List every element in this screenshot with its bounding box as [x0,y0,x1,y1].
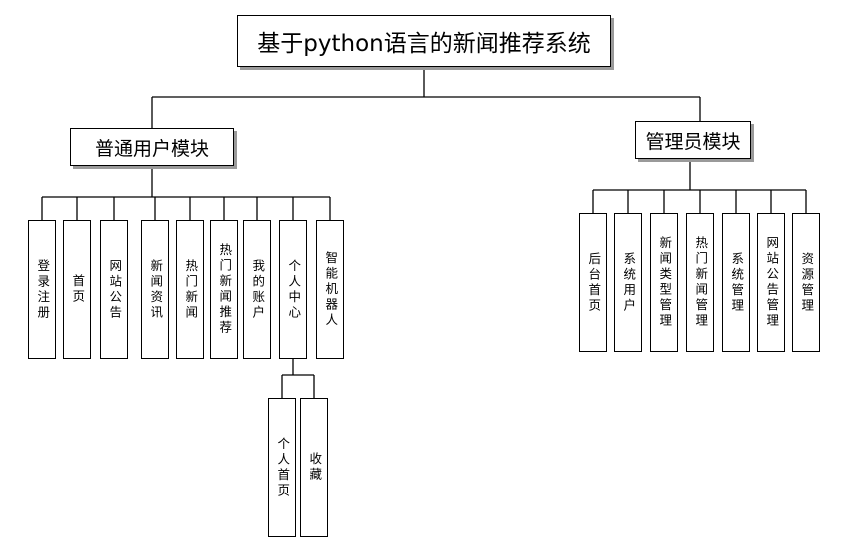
admin-child-users: 系统用户 [614,213,642,352]
user-child-hot-news: 热门新闻 [176,220,204,359]
user-child-label: 个人中心 [286,258,302,321]
user-child-hot-recommend: 热门新闻推荐 [210,220,238,359]
personal-child-label: 收藏 [307,452,323,483]
admin-child-label: 新闻类型管理 [657,236,673,329]
root-node: 基于python语言的新闻推荐系统 [237,15,611,67]
personal-child-favorites: 收藏 [300,398,328,537]
admin-module-node: 管理员模块 [635,121,751,159]
user-child-notice: 网站公告 [100,220,128,359]
admin-child-news-types: 新闻类型管理 [650,213,678,352]
admin-child-label: 热门新闻管理 [693,236,709,329]
admin-child-label: 资源管理 [799,251,815,314]
personal-child-label: 个人首页 [275,436,291,499]
user-child-home: 首页 [63,220,91,359]
user-child-label: 登录注册 [35,258,51,321]
user-child-label: 新闻资讯 [148,258,164,321]
user-child-account: 我的账户 [243,220,271,359]
admin-child-label: 网站公告管理 [764,236,780,329]
user-child-news: 新闻资讯 [141,220,169,359]
root-label: 基于python语言的新闻推荐系统 [257,31,591,57]
admin-module-label: 管理员模块 [645,130,741,153]
admin-child-label: 后台首页 [586,251,602,314]
user-child-label: 智能机器人 [323,250,339,329]
user-child-login: 登录注册 [28,220,56,359]
user-child-label: 我的账户 [250,258,266,321]
user-child-robot: 智能机器人 [316,220,344,359]
user-module-label: 普通用户模块 [94,137,209,160]
admin-child-dashboard: 后台首页 [579,213,607,352]
admin-child-notice: 网站公告管理 [757,213,785,352]
user-child-personal-center: 个人中心 [279,220,307,359]
admin-child-label: 系统用户 [621,251,637,314]
admin-child-hot-news: 热门新闻管理 [686,213,714,352]
admin-child-label: 系统管理 [729,251,745,314]
user-child-label: 热门新闻 [183,258,199,321]
user-module-node: 普通用户模块 [70,128,234,166]
user-child-label: 首页 [70,274,86,305]
admin-child-system: 系统管理 [722,213,750,352]
personal-child-home: 个人首页 [268,398,296,537]
user-child-label: 热门新闻推荐 [217,243,233,336]
user-child-label: 网站公告 [107,258,123,321]
admin-child-resources: 资源管理 [792,213,820,352]
